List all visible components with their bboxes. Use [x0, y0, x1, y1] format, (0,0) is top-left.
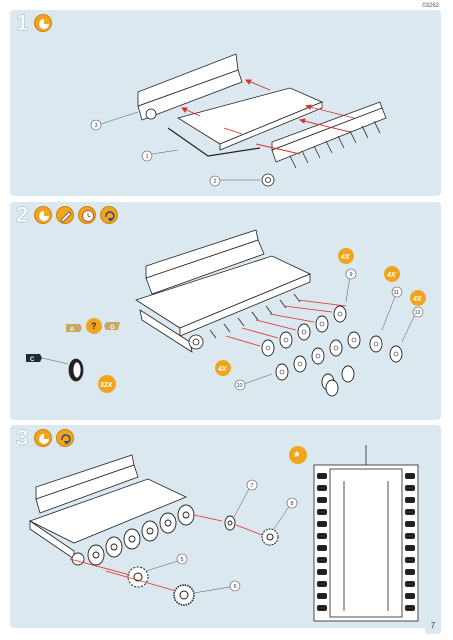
- callout-5: 5: [181, 557, 184, 563]
- step-3-panel: 3: [10, 425, 441, 628]
- assembly-arrows: [69, 514, 263, 592]
- step-1-panel: 1: [10, 10, 441, 196]
- callout-10: 10: [237, 383, 243, 389]
- hub-7: [224, 515, 236, 531]
- step-1-illustration: 3 1 2: [90, 53, 387, 187]
- paint-code-a: A: [70, 327, 75, 333]
- rear-plate: [137, 53, 243, 121]
- wheel-arrows: [225, 299, 347, 347]
- callout-7: 7: [251, 483, 254, 489]
- page-number: 7: [425, 618, 441, 634]
- hub-8: [261, 528, 279, 546]
- step-3-callouts: [176, 479, 298, 592]
- paint-code-a-tag: [66, 324, 82, 332]
- track-tire: [68, 358, 84, 382]
- qty-badge-12: 4X: [412, 296, 423, 303]
- drive-sprocket-5: [127, 566, 149, 588]
- callout-11: 11: [394, 290, 400, 296]
- step-2-callouts: [234, 268, 424, 391]
- svg-text:?: ?: [91, 321, 97, 331]
- callout-1: 1: [146, 154, 149, 160]
- paint-code-g-tag: [104, 322, 120, 330]
- rotate-icon: [56, 429, 74, 447]
- paint-code-c-tag: [26, 354, 42, 362]
- callout-circles: [90, 119, 221, 187]
- step-3-illustration: 5 6 7 8 *: [28, 445, 419, 622]
- step-3-number: 3: [16, 425, 29, 450]
- wheel-hubs: [265, 311, 399, 375]
- paint-mix-symbol: [86, 318, 102, 334]
- paint-code-g: G: [110, 325, 115, 331]
- cement-brush-icon: [56, 206, 74, 224]
- assembly-arrows: [181, 79, 355, 155]
- road-wheels: [261, 305, 403, 397]
- step-2-number: 2: [16, 202, 29, 227]
- torsion-rod: [167, 127, 261, 157]
- hull-assembly: [135, 229, 311, 353]
- kit-number: 03262: [422, 3, 439, 9]
- callout-12: 12: [415, 310, 421, 316]
- note-symbol: [289, 446, 307, 464]
- step-2-panel: 2: [10, 202, 441, 420]
- hull-assembly: [28, 454, 187, 560]
- callout-9: 9: [350, 272, 353, 278]
- sprocket: [188, 334, 204, 350]
- hull-axles: [209, 293, 301, 339]
- idler-wheel-6: [173, 584, 195, 606]
- hull-top-view: [313, 445, 419, 622]
- glue-icon: [34, 14, 52, 32]
- quantity-badges: [98, 248, 426, 393]
- svg-text:*: *: [294, 448, 300, 464]
- track-links-left: [317, 473, 327, 611]
- callout-2: 2: [214, 179, 217, 185]
- side-plate: [271, 101, 387, 163]
- step-1-number: 1: [16, 10, 29, 35]
- callout-3: 3: [95, 123, 98, 129]
- drive-sprocket: [261, 173, 275, 187]
- qty-badge-11: 4X: [386, 272, 397, 279]
- drying-time-icon: [78, 206, 96, 224]
- mounted-road-wheels: [71, 504, 195, 566]
- paint-code-c: C: [30, 357, 35, 363]
- glue-icon: [34, 429, 52, 447]
- floor-plate: [177, 87, 324, 151]
- qty-badge-10: 4X: [217, 366, 228, 373]
- axle-pins: [289, 120, 381, 169]
- qty-badge-9: 4X: [340, 254, 351, 261]
- glue-icon: [34, 206, 52, 224]
- rotate-icon: [100, 206, 118, 224]
- callout-8: 8: [291, 501, 294, 507]
- track-links-right: [405, 473, 415, 611]
- callout-6: 6: [234, 584, 237, 590]
- qty-badge-track: 32X: [100, 382, 114, 389]
- step-2-illustration: 9 11 12 10 4X 4X 4X 4X 32X A ? G C: [26, 229, 426, 397]
